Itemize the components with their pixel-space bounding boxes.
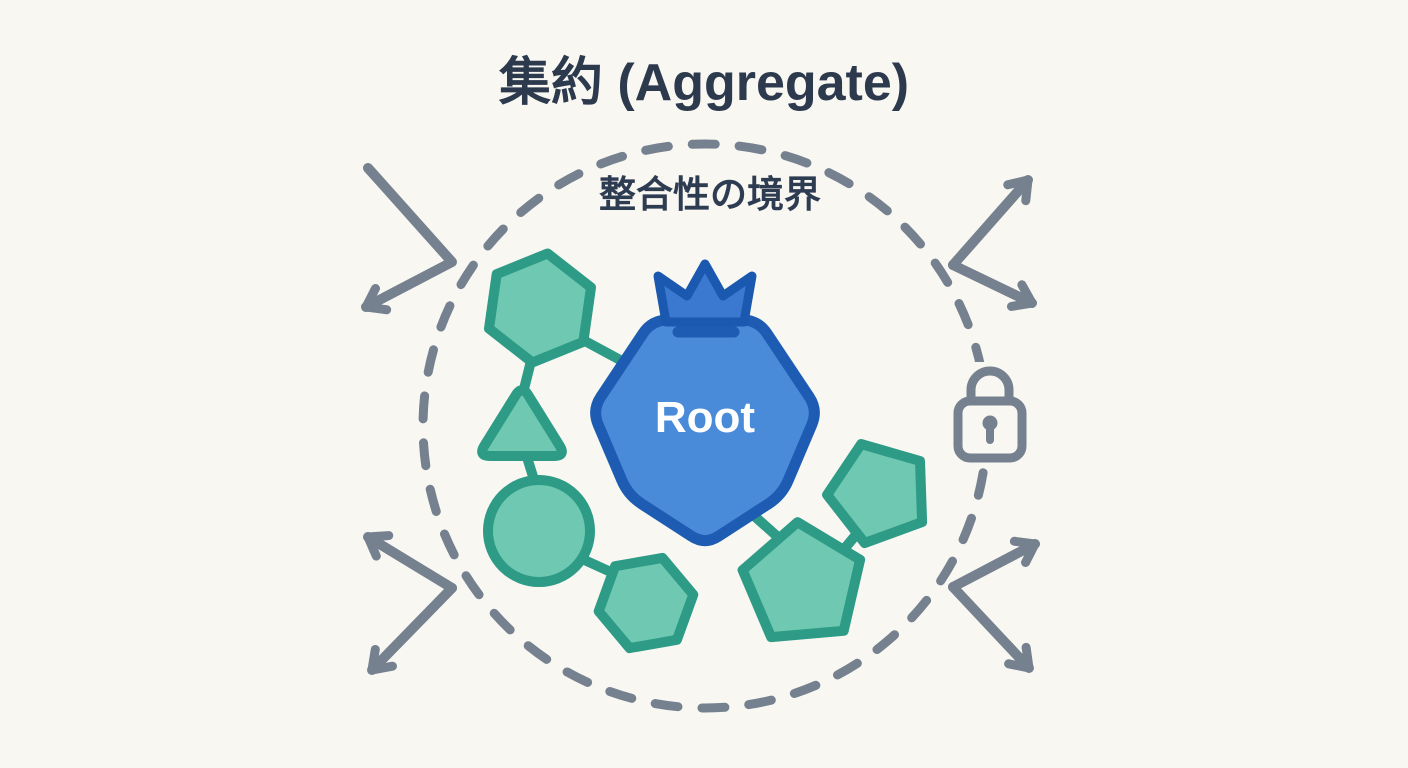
arrow-bottom-right-up bbox=[948, 536, 1040, 592]
lock-icon bbox=[950, 362, 1030, 464]
arrow-bottom-right-down bbox=[948, 582, 1034, 673]
entities bbox=[477, 248, 928, 654]
entity-hexagon-upper-left bbox=[484, 248, 596, 368]
arrow-bottom-left-up bbox=[363, 531, 457, 593]
arrow-top-right-down bbox=[948, 260, 1037, 311]
lock-shackle bbox=[966, 366, 1014, 409]
boundary-label: 整合性の境界 bbox=[599, 174, 821, 215]
arrow-top-right-up bbox=[948, 175, 1033, 270]
entity-pentagon-small bbox=[822, 439, 928, 548]
aggregate-root: Root bbox=[590, 259, 820, 547]
root-hexagon bbox=[590, 314, 820, 547]
entity-circle bbox=[483, 475, 595, 587]
root-label: Root bbox=[655, 393, 756, 442]
boundary-arrows bbox=[361, 163, 1040, 675]
entity-hexagon-bottom bbox=[593, 552, 699, 654]
connector-hex1-root bbox=[580, 336, 627, 366]
entity-pentagon-large bbox=[737, 517, 866, 643]
crown-icon bbox=[653, 259, 757, 327]
entity-triangle bbox=[477, 385, 567, 461]
arrow-top-left bbox=[361, 163, 457, 315]
page-title: 集約 (Aggregate) bbox=[498, 54, 909, 112]
arrow-bottom-left-down bbox=[367, 583, 457, 675]
